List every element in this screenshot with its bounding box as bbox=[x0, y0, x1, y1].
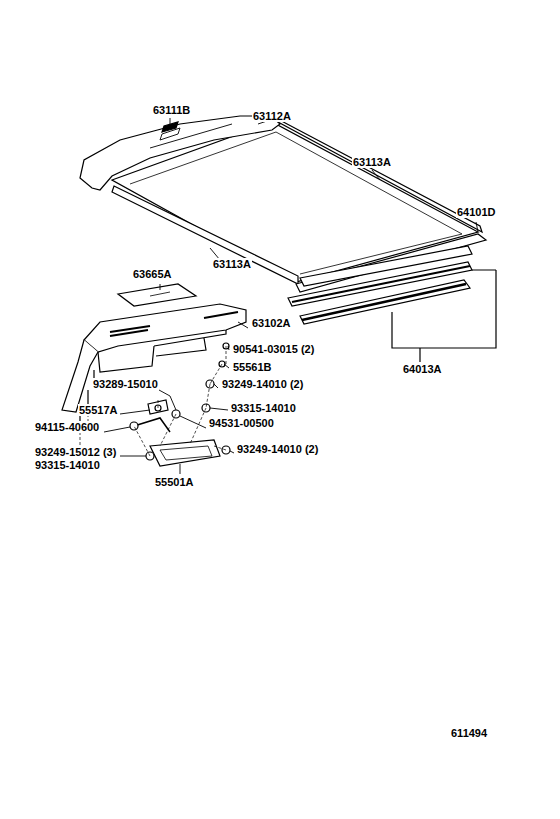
part-number: 90541-03015 (2) bbox=[232, 343, 315, 355]
part-number: 63665A bbox=[132, 268, 173, 280]
part-number: 93249-15012 (3) bbox=[34, 446, 117, 458]
part-number: 94531-00500 bbox=[208, 417, 275, 429]
fasteners bbox=[130, 343, 230, 460]
side-rail-left bbox=[112, 186, 298, 284]
part-number: 63113A bbox=[352, 156, 392, 168]
diagram-code: 611494 bbox=[450, 727, 488, 739]
rear-strip-3 bbox=[300, 280, 470, 324]
part-number: 63102A bbox=[251, 317, 292, 329]
bracket-lead bbox=[419, 348, 420, 362]
plate-inner bbox=[160, 446, 212, 460]
guide-dashes bbox=[80, 346, 226, 456]
part-number: 64101D bbox=[456, 206, 497, 218]
a-pillar bbox=[62, 340, 98, 412]
side-rail-right bbox=[272, 116, 482, 232]
part-number: 63112A bbox=[252, 110, 292, 122]
part-number: 94115-40600 bbox=[34, 421, 100, 433]
part-number: 93315-14010 bbox=[230, 402, 297, 414]
visor-hinge bbox=[134, 418, 170, 432]
part-number: 93249-14010 (2) bbox=[236, 443, 319, 455]
pad-63665A bbox=[118, 284, 196, 306]
part-number: 55501A bbox=[154, 476, 195, 488]
inner-header-face bbox=[98, 330, 226, 372]
header-detail bbox=[150, 124, 232, 148]
part-number: 93249-14010 (2) bbox=[221, 378, 304, 390]
part-number: 93289-15010 bbox=[92, 378, 159, 390]
part-number: 64013A bbox=[402, 363, 443, 375]
plate-55501A bbox=[150, 440, 220, 466]
part-number: 63113A bbox=[212, 258, 252, 270]
bracket-64013A bbox=[392, 270, 496, 348]
rear-strip-3-shade bbox=[302, 284, 466, 320]
front-roof-header bbox=[80, 116, 280, 190]
pad-mark bbox=[150, 292, 170, 296]
part-number: 63111B bbox=[152, 104, 191, 116]
part-number: 55517A bbox=[78, 404, 119, 416]
inner-header-slots bbox=[110, 312, 238, 336]
leader-lines bbox=[104, 118, 478, 474]
inner-header bbox=[84, 304, 246, 352]
part-number: 55561B bbox=[232, 361, 273, 373]
part-number: 93315-14010 bbox=[34, 459, 101, 471]
